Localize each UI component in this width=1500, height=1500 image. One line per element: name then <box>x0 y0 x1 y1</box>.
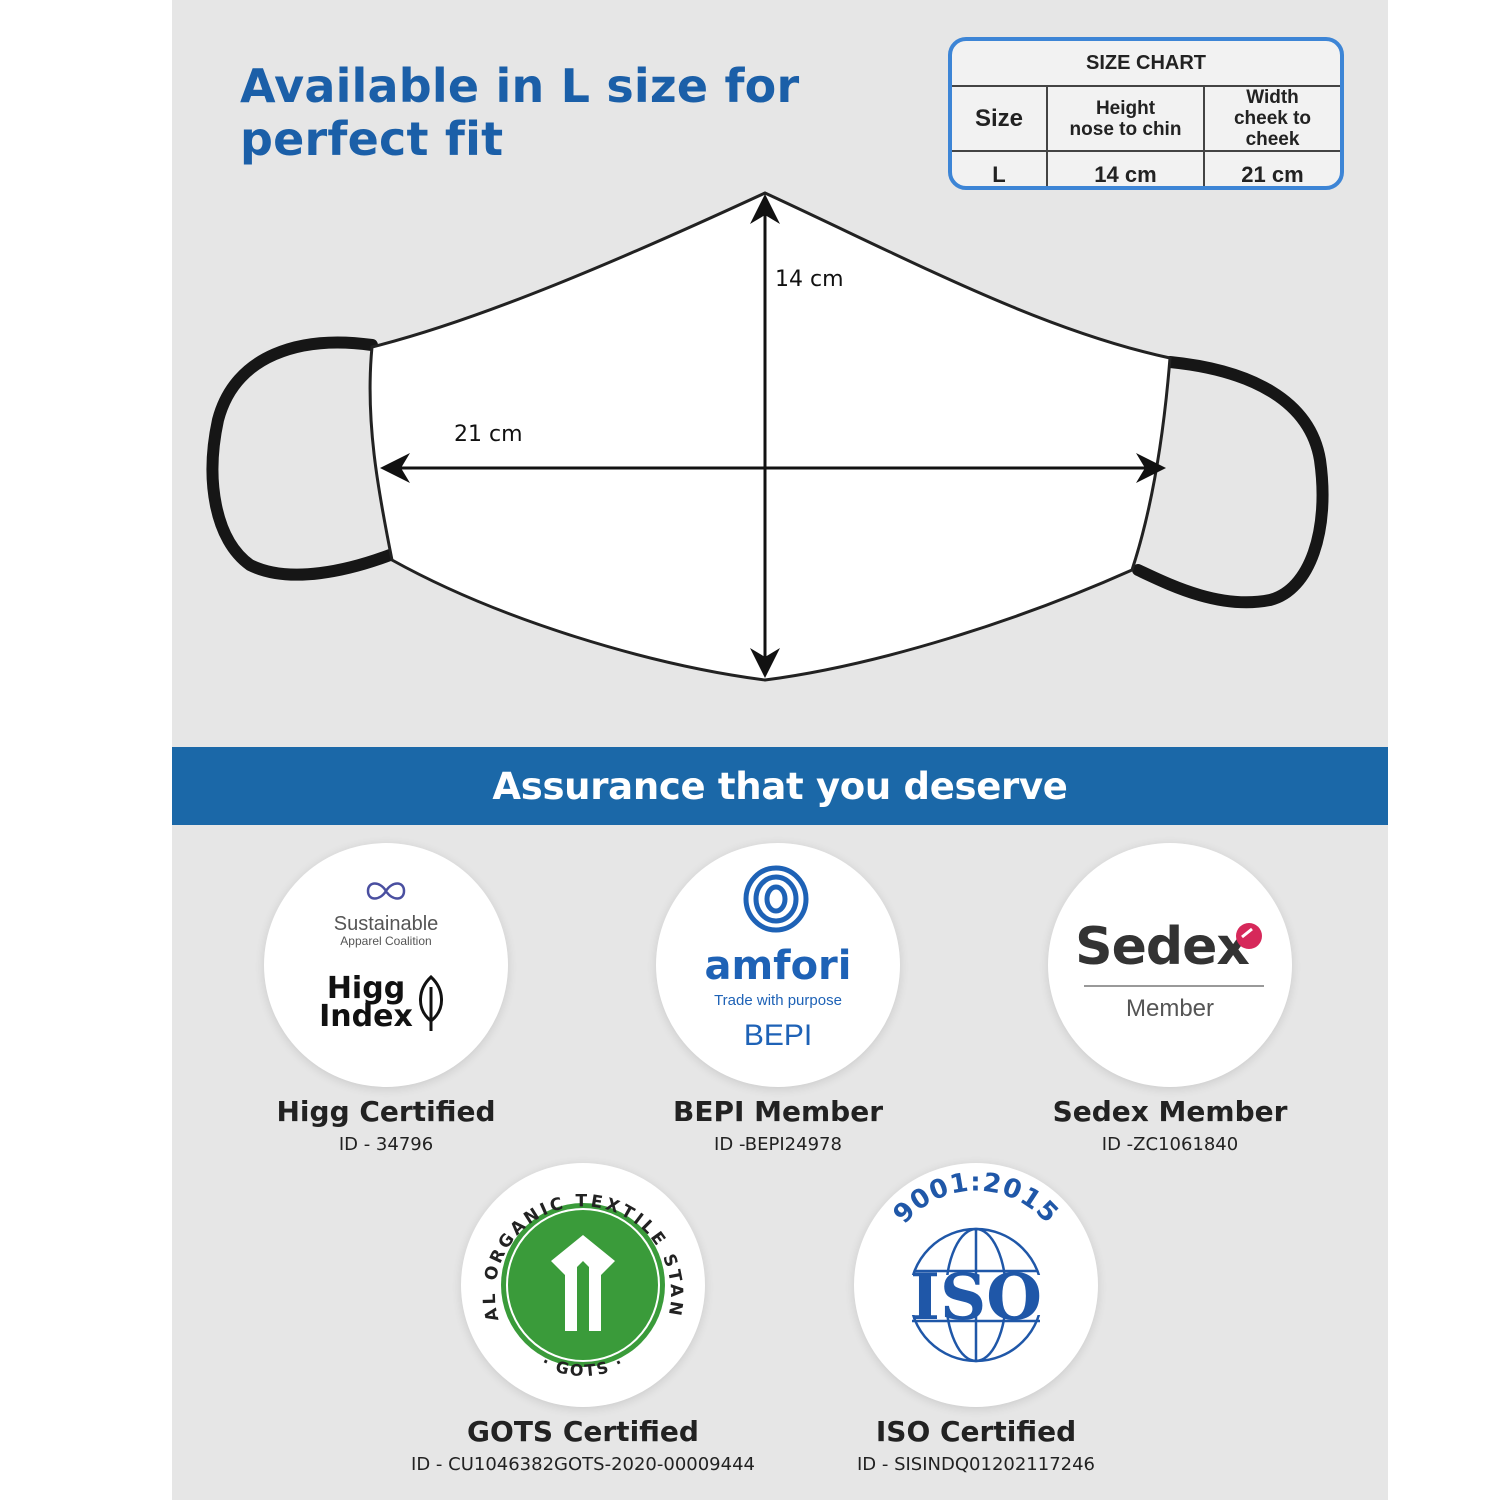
iso-logo-line1: 9001:2015 <box>888 1168 1064 1230</box>
bepi-id: ID -BEPI24978 <box>714 1134 842 1155</box>
higg-title: Higg Certified <box>276 1095 496 1128</box>
iso-title: ISO Certified <box>875 1415 1077 1448</box>
infinity-icon <box>366 882 406 900</box>
higg-id: ID - 34796 <box>338 1134 434 1155</box>
sedex-divider <box>1084 985 1264 987</box>
sedex-id: ID -ZC1061840 <box>1101 1134 1239 1155</box>
size-chart-row-height: 14 cm <box>1046 150 1205 186</box>
iso-logo-line2: ISO <box>910 1260 1042 1335</box>
mask-illustration <box>206 191 1329 682</box>
higg-logo-line2: Apparel Coalition <box>340 934 432 948</box>
height-label: 14 cm <box>775 267 844 292</box>
size-chart-col-width-2: cheek to cheek <box>1233 108 1312 150</box>
width-label: 21 cm <box>454 422 523 447</box>
gots-shirt-icon <box>551 1235 615 1331</box>
amfori-spiral-icon <box>743 865 809 933</box>
sedex-badge: Sedex Member <box>1048 843 1292 1087</box>
iso-logo: 9001:2015 ISO <box>888 1168 1065 1363</box>
bepi-logo-line1: amfori <box>704 943 852 989</box>
bepi-logo-line2: Trade with purpose <box>714 992 842 1009</box>
svg-text:9001:2015: 9001:2015 <box>888 1168 1065 1230</box>
higg-badge: Sustainable Apparel Coalition Higg Index <box>264 843 508 1087</box>
left-ear-loop <box>206 336 396 581</box>
leaf-icon <box>419 975 443 1031</box>
bepi-logo-line3: BEPI <box>743 1019 813 1052</box>
size-chart-row-width: 21 cm <box>1203 150 1340 186</box>
size-chart-title: SIZE CHART <box>952 41 1340 87</box>
gots-logo: GLOBAL ORGANIC TEXTILE STANDARD · GOTS · <box>461 1163 683 1380</box>
bepi-badge: amfori Trade with purpose BEPI <box>656 843 900 1087</box>
higg-logo-line1: Sustainable <box>333 913 439 935</box>
headline-line1: Available in L size for <box>240 59 800 113</box>
headline-line2: perfect fit <box>240 112 504 166</box>
sedex-logo-line1: Sedex <box>1075 917 1250 977</box>
size-chart-col-height: Height nose to chin <box>1046 85 1205 152</box>
higg-logo-line3: Higg <box>326 971 406 1006</box>
sedex-logo-line2: Member <box>1125 995 1215 1022</box>
iso-id: ID - SISINDQ01202117246 <box>856 1454 1096 1475</box>
sedex-title: Sedex Member <box>1052 1095 1288 1128</box>
size-chart-col-width-1: Width <box>1246 87 1299 108</box>
iso-badge: 9001:2015 ISO <box>854 1163 1098 1407</box>
sedex-dot-icon <box>1236 923 1262 949</box>
size-chart-row-size: L <box>952 150 1048 186</box>
gots-title: GOTS Certified <box>467 1415 699 1448</box>
right-ear-loop <box>1132 356 1329 609</box>
higg-logo-line4: Index <box>319 999 413 1034</box>
size-chart: SIZE CHART Size Height nose to chin Widt… <box>948 37 1344 190</box>
gots-id: ID - CU1046382GOTS-2020-00009444 <box>411 1454 755 1475</box>
bepi-title: BEPI Member <box>672 1095 884 1128</box>
gots-badge: GLOBAL ORGANIC TEXTILE STANDARD · GOTS · <box>461 1163 705 1407</box>
assurance-banner: Assurance that you deserve <box>172 747 1388 825</box>
size-chart-col-size: Size <box>952 85 1048 152</box>
size-chart-col-height-2: nose to chin <box>1069 118 1182 140</box>
size-chart-col-width: Width cheek to cheek <box>1203 85 1340 152</box>
size-chart-col-height-1: Height <box>1095 97 1156 119</box>
